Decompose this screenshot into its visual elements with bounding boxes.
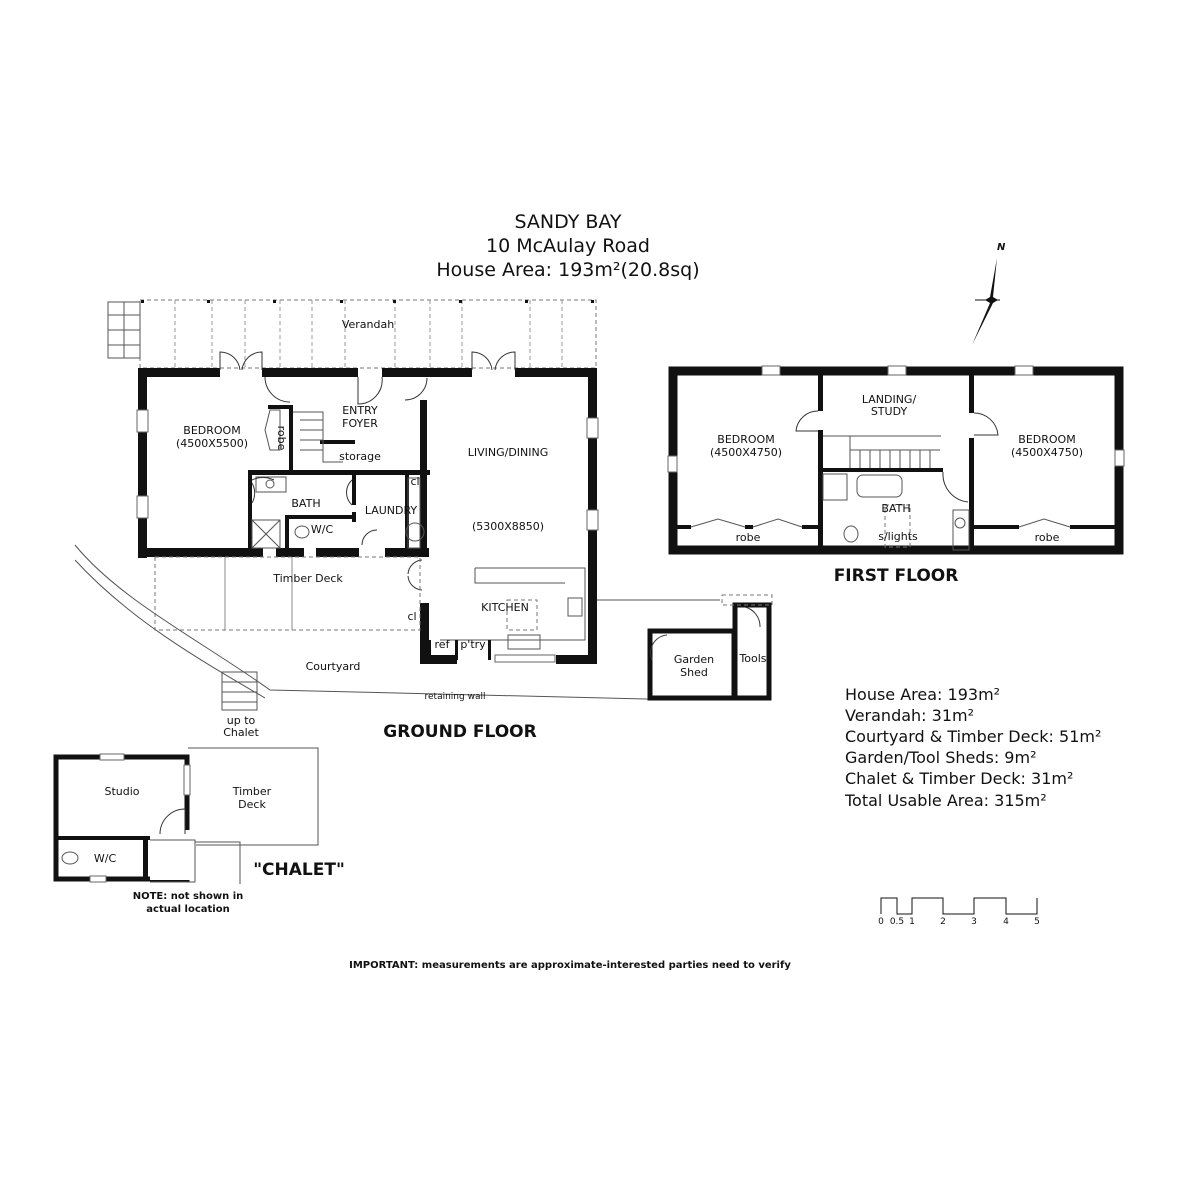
- disclaimer: IMPORTANT: measurements are approximate-…: [349, 960, 791, 971]
- courtyard-label: Courtyard: [306, 660, 361, 673]
- up-to-chalet-label-1: up to: [227, 714, 256, 727]
- chalet-deck-label-2: Deck: [238, 798, 266, 811]
- ff-bedroom-1-label: BEDROOM: [717, 433, 774, 446]
- retaining-wall-label: retaining wall: [425, 692, 486, 702]
- pantry-label: p'try: [460, 638, 486, 651]
- chalet-stairs: [221, 671, 258, 711]
- scale-bar: 0 0.5 1 2 3 4 5: [878, 897, 1040, 927]
- kitchen-label: KITCHEN: [481, 601, 529, 614]
- area-line: Total Usable Area: 315m²: [844, 791, 1047, 810]
- scale-tick: 0.5: [890, 917, 904, 927]
- north-label: N: [997, 242, 1006, 253]
- garden-shed-label-2: Shed: [680, 666, 708, 679]
- storage-label: storage: [339, 450, 381, 463]
- address-title: 10 McAulay Road: [486, 235, 650, 257]
- chalet-deck-label-1: Timber: [232, 785, 272, 798]
- ref-label: ref: [435, 638, 451, 651]
- first-floor-plan: BEDROOM (4500X4750) BEDROOM (4500X4750) …: [667, 365, 1125, 586]
- gf-bedroom-dims: (4500X5500): [176, 437, 248, 450]
- ff-robe-1-label: robe: [736, 531, 761, 544]
- ff-bath-label: BATH: [881, 502, 910, 515]
- verandah-outline: [139, 299, 597, 369]
- area-line: Courtyard & Timber Deck: 51m²: [845, 727, 1101, 746]
- up-to-chalet-label-2: Chalet: [223, 726, 259, 739]
- scale-tick: 2: [940, 917, 946, 927]
- living-label: LIVING/DINING: [468, 446, 549, 459]
- tools-shed-label: Tools: [738, 652, 766, 665]
- cl-label-2: cl: [407, 610, 416, 623]
- gf-robe-label: robe: [275, 426, 288, 451]
- chalet-note-1: NOTE: not shown in: [133, 891, 244, 902]
- scale-tick: 5: [1034, 917, 1040, 927]
- gf-wc-label: W/C: [311, 523, 334, 536]
- living-dims: (5300X8850): [472, 520, 544, 533]
- area-summary: House Area: 193m² Verandah: 31m² Courtya…: [844, 685, 1101, 810]
- house-area-title: House Area: 193m²(20.8sq): [436, 259, 699, 281]
- gf-bedroom-label: BEDROOM: [183, 424, 240, 437]
- chalet-note-2: actual location: [146, 904, 229, 915]
- entry-label-2: FOYER: [342, 417, 378, 430]
- first-floor-title: FIRST FLOOR: [834, 566, 959, 586]
- gf-bath-label: BATH: [291, 497, 320, 510]
- suburb-title: SANDY BAY: [514, 211, 621, 233]
- ff-bedroom-2-label: BEDROOM: [1018, 433, 1075, 446]
- laundry-label: LAUNDRY: [365, 504, 418, 517]
- area-line: Verandah: 31m²: [845, 706, 974, 725]
- landing-label-2: STUDY: [871, 405, 908, 418]
- ff-bedroom-2-dims: (4500X4750): [1011, 446, 1083, 459]
- chalet-plan: Studio Timber Deck W/C "CHALET" NOTE: no…: [53, 747, 345, 915]
- area-line: Chalet & Timber Deck: 31m²: [845, 769, 1073, 788]
- ff-bedroom-1-dims: (4500X4750): [710, 446, 782, 459]
- scale-tick: 4: [1003, 917, 1009, 927]
- area-line: Garden/Tool Sheds: 9m²: [845, 748, 1036, 767]
- verandah-stairs: [107, 301, 141, 359]
- studio-label: Studio: [104, 785, 139, 798]
- cl-label-1: cl: [410, 475, 419, 488]
- area-line: House Area: 193m²: [845, 685, 1000, 704]
- ground-floor-title: GROUND FLOOR: [383, 722, 536, 742]
- timber-deck-label: Timber Deck: [272, 572, 343, 585]
- scale-tick: 0: [878, 917, 884, 927]
- scale-tick: 1: [909, 917, 915, 927]
- ff-robe-2-label: robe: [1035, 531, 1060, 544]
- skylights-label: s/lights: [878, 530, 918, 543]
- garden-shed-label-1: Garden: [674, 653, 714, 666]
- landing-label-1: LANDING/: [862, 393, 917, 406]
- scale-tick: 3: [971, 917, 977, 927]
- chalet-wc-label: W/C: [94, 852, 117, 865]
- chalet-title: "CHALET": [253, 860, 345, 880]
- north-arrow-icon: N: [972, 242, 1006, 345]
- ground-floor-plan: Verandah: [74, 299, 773, 742]
- verandah-label: Verandah: [342, 318, 394, 331]
- entry-label-1: ENTRY: [342, 404, 378, 417]
